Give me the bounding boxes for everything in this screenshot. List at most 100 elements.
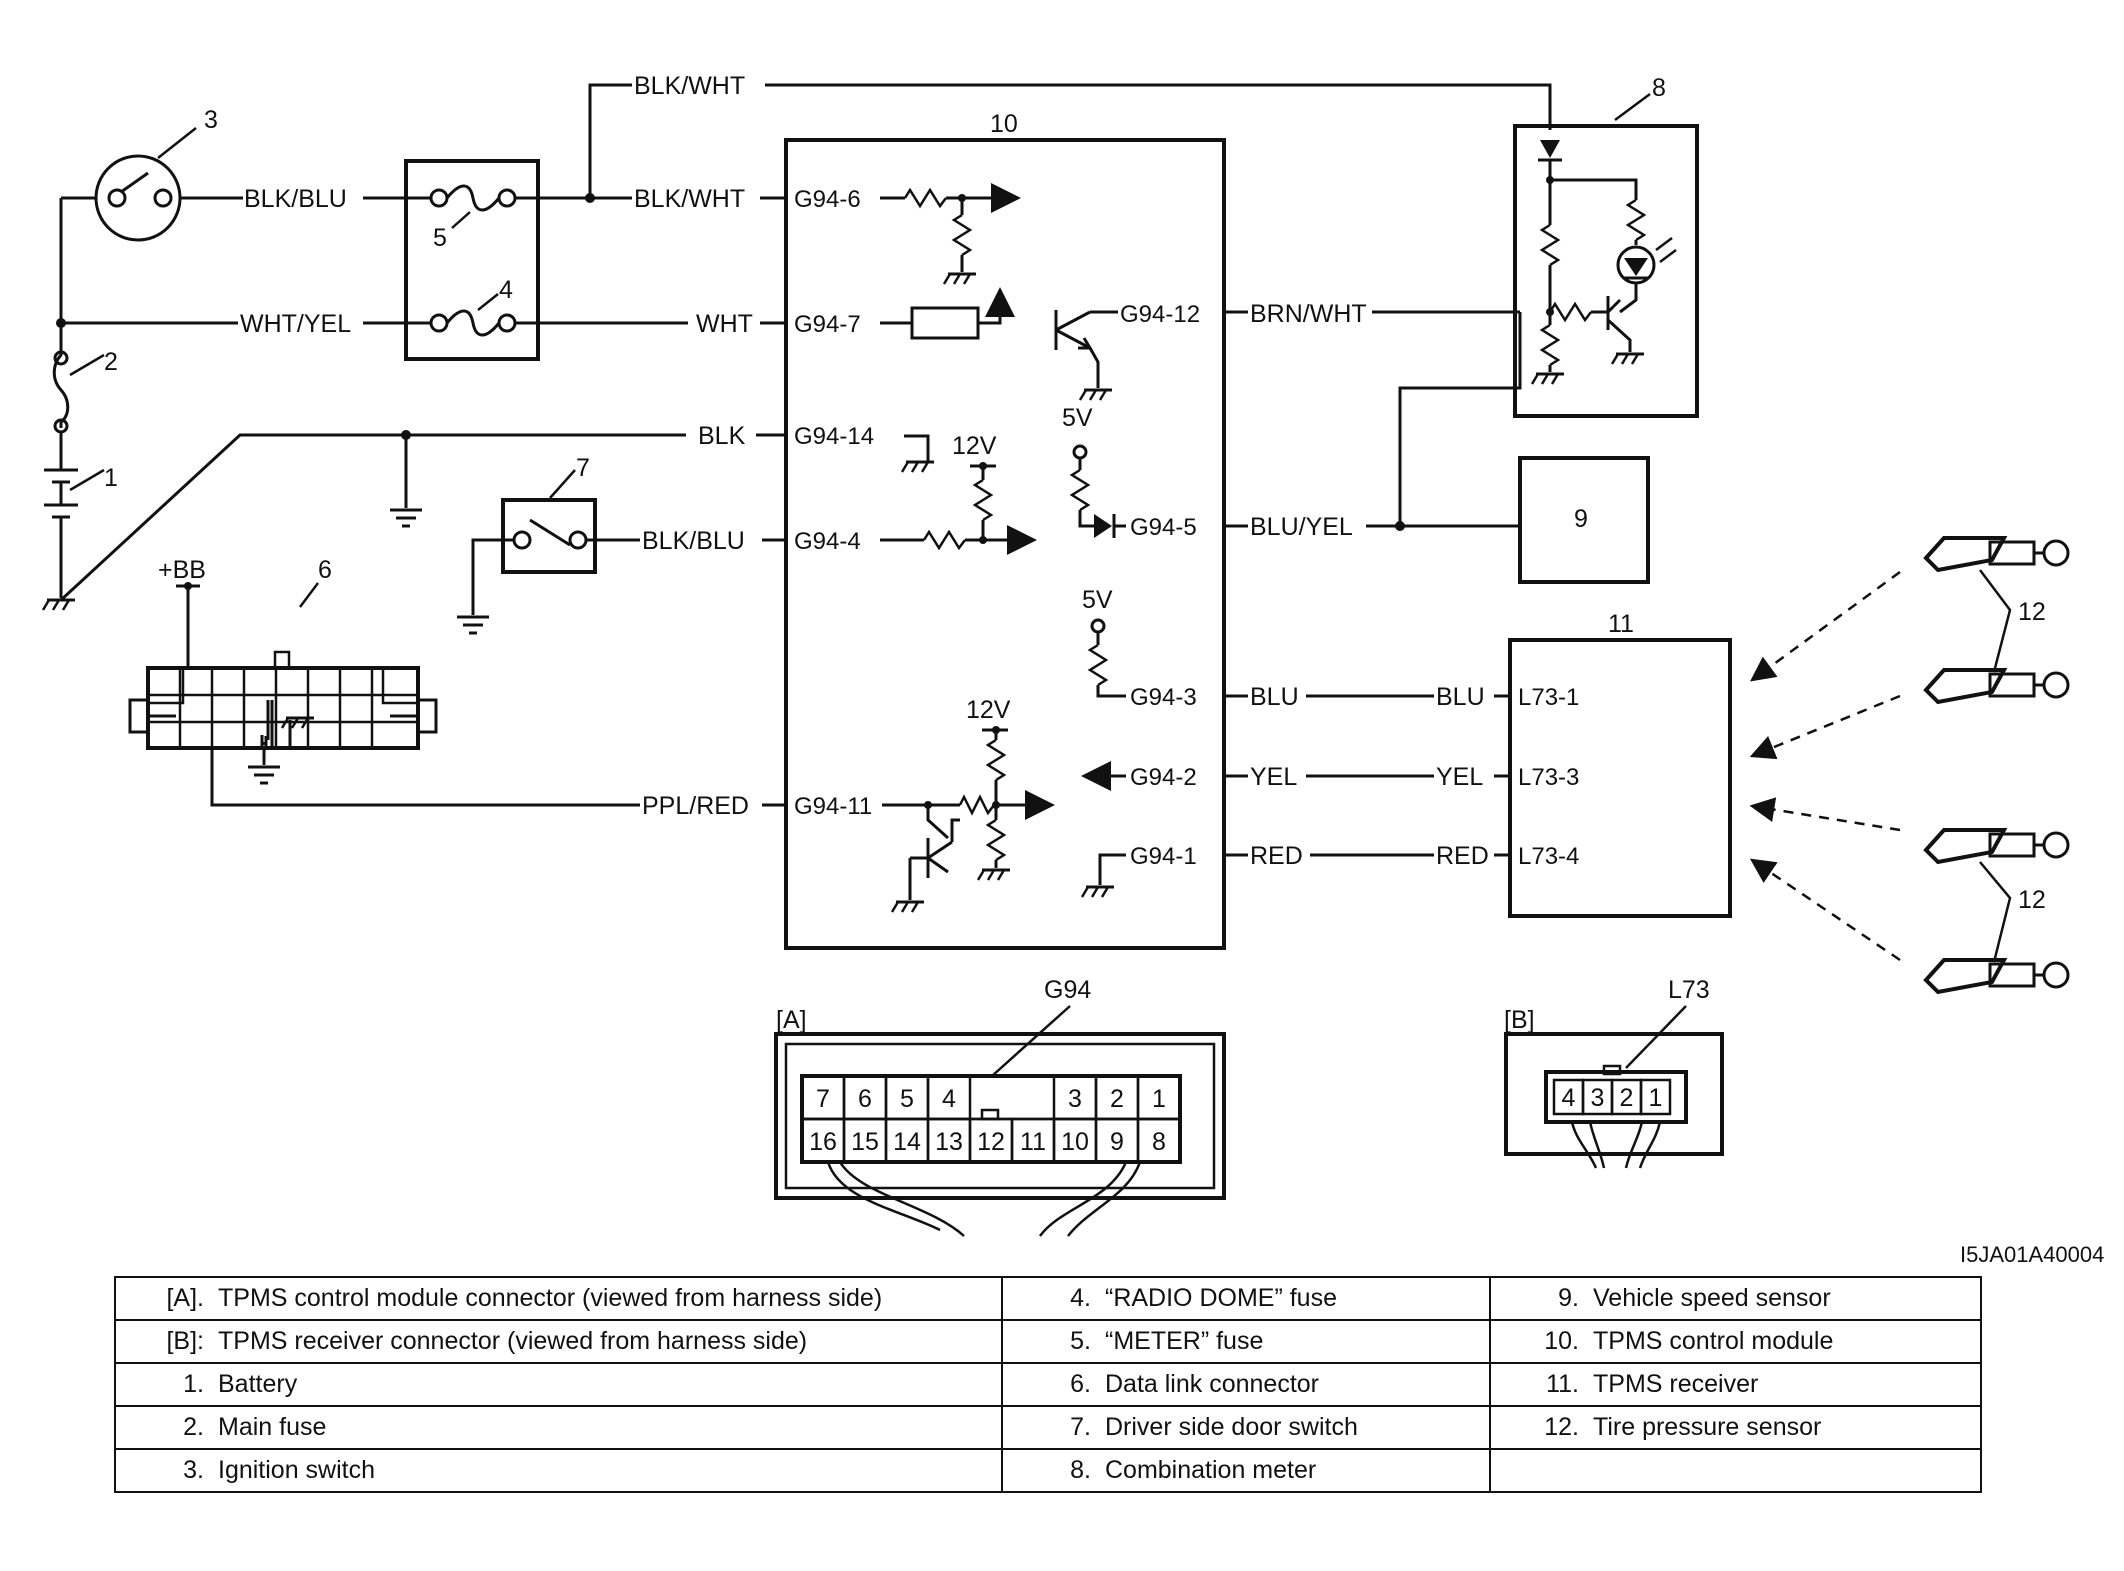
figure-id: I5JA01A40004 — [1960, 1242, 2104, 1267]
connector-a-pin-number: 7 — [816, 1085, 830, 1113]
tire-pressure-sensor-icon — [1923, 828, 2070, 865]
ground-icon — [246, 765, 282, 785]
wire-label-yel-left: YEL — [1250, 763, 1297, 791]
ground-icon — [41, 598, 77, 612]
connector-b-pin-number: 4 — [1562, 1084, 1576, 1112]
resistor-box — [910, 306, 980, 340]
legend-number: 9. — [1558, 1284, 1579, 1312]
fuse-box — [404, 159, 540, 361]
legend-cell: 2.Main fuse — [114, 1405, 1003, 1450]
ground-icon — [1080, 885, 1116, 899]
legend-text: TPMS receiver connector (viewed from har… — [218, 1327, 808, 1355]
callout-11: 11 — [1608, 610, 1634, 638]
legend-text: Vehicle speed sensor — [1593, 1284, 1831, 1312]
connector-b-pin-cell — [1639, 1078, 1672, 1116]
legend-row: [A]. TPMS control module connector (viewe… — [114, 1276, 1982, 1321]
vehicle-speed-sensor-box — [1518, 456, 1650, 584]
connector-a-key — [980, 1108, 1000, 1121]
pin-g94-11: G94-11 — [794, 793, 872, 820]
legend-number: 3. — [183, 1456, 204, 1484]
legend-cell: 5.“METER” fuse — [1001, 1319, 1491, 1364]
connector-a-pin-number: 6 — [858, 1085, 872, 1113]
legend-text: Ignition switch — [218, 1456, 376, 1484]
pin-g94-1: G94-1 — [1130, 843, 1197, 870]
connector-a-pin-number: 11 — [1020, 1128, 1046, 1156]
wire-label-ppl-red: PPL/RED — [642, 792, 749, 820]
door-switch-icon — [512, 518, 588, 550]
legend-number: 6. — [1070, 1370, 1091, 1398]
legend-number: [A]. — [166, 1284, 204, 1312]
connector-a-pin-number: 12 — [977, 1128, 1005, 1156]
connector-a-pin-cell — [1136, 1117, 1182, 1164]
data-link-connector-icon — [128, 650, 438, 750]
pin-g94-6: G94-6 — [794, 186, 861, 213]
connector-b-housing — [1504, 1032, 1724, 1156]
wire-label-blu-yel: BLU/YEL — [1250, 513, 1353, 541]
legend-cell: 9. Vehicle speed sensor — [1489, 1276, 1982, 1321]
legend-text: “RADIO DOME” fuse — [1105, 1284, 1337, 1312]
legend-number: 5. — [1070, 1327, 1091, 1355]
wire-label-red-left: RED — [1250, 842, 1303, 870]
legend-number: 12. — [1544, 1413, 1579, 1441]
pin-g94-14: G94-14 — [794, 423, 874, 450]
wire-label-blu-right: BLU — [1436, 683, 1485, 711]
callout-2: 2 — [104, 348, 118, 376]
wire-label-brn-wht: BRN/WHT — [1250, 300, 1367, 328]
battery-icon — [44, 432, 78, 598]
connector-a-pin-number: 2 — [1110, 1085, 1124, 1113]
ground-icon — [455, 615, 491, 635]
legend-text: Tire pressure sensor — [1593, 1413, 1822, 1441]
legend-row: [B]: TPMS receiver connector (viewed from… — [114, 1319, 1982, 1364]
connector-b-pin-number: 2 — [1620, 1084, 1634, 1112]
main-fuse-icon — [52, 330, 70, 434]
tpms-control-module-box — [784, 138, 1226, 950]
legend-number: 11. — [1546, 1370, 1579, 1398]
legend-text: Combination meter — [1105, 1456, 1317, 1484]
radio-dome-fuse-icon — [406, 309, 538, 337]
voltage-5v-a: 5V — [1062, 404, 1093, 432]
callout-4: 4 — [499, 276, 513, 304]
ground-icon — [1610, 352, 1646, 366]
legend-number: 2. — [183, 1413, 204, 1441]
connector-a-pin-number: 14 — [893, 1128, 921, 1156]
connector-a-pin-number: 13 — [935, 1128, 963, 1156]
legend-number: [B]: — [166, 1327, 204, 1355]
callout-12a: 12 — [2018, 598, 2046, 626]
ground-icon — [900, 460, 936, 474]
callout-3: 3 — [204, 106, 218, 134]
connector-a-pin-number: 5 — [900, 1085, 914, 1113]
connector-b-tag: [B] — [1504, 1006, 1535, 1034]
wire-label-blk: BLK — [698, 422, 746, 450]
ground-icon — [890, 900, 926, 914]
wire-label-yel-right: YEL — [1436, 763, 1483, 791]
callout-8: 8 — [1652, 74, 1666, 102]
legend-cell: 8.Combination meter — [1001, 1448, 1491, 1493]
legend-cell: 1.Battery — [114, 1362, 1003, 1407]
connector-b-face — [1544, 1070, 1688, 1124]
ground-icon — [388, 508, 424, 528]
meter-fuse-icon — [406, 184, 538, 212]
connector-a-pin-number: 16 — [809, 1128, 837, 1156]
legend-text: TPMS receiver — [1593, 1370, 1759, 1398]
voltage-12v-a: 12V — [952, 432, 997, 460]
connector-a-name: G94 — [1044, 976, 1091, 1004]
connector-a-housing — [774, 1032, 1226, 1200]
wire-label-blk-blu-ign: BLK/BLU — [244, 185, 347, 213]
voltage-5v-b: 5V — [1082, 586, 1113, 614]
legend-cell: 3. Ignition switch — [114, 1448, 1003, 1493]
callout-9: 9 — [1574, 505, 1588, 533]
pin-g94-2: G94-2 — [1130, 764, 1197, 791]
pin-g94-12: G94-12 — [1120, 301, 1200, 328]
ground-icon — [1078, 388, 1114, 402]
legend-text: Battery — [218, 1370, 298, 1398]
legend-row: 3. Ignition switch 8.Combination meter — [114, 1448, 1982, 1493]
pin-l73-3: L73-3 — [1518, 764, 1579, 791]
combination-meter-circuit — [1538, 140, 1677, 372]
wire-label-wht: WHT — [696, 310, 753, 338]
legend-text: TPMS control module connector (viewed fr… — [218, 1284, 883, 1312]
connector-a-pin-number: 3 — [1068, 1085, 1082, 1113]
legend-number: 10. — [1544, 1327, 1579, 1355]
pin-g94-4: G94-4 — [794, 528, 861, 555]
